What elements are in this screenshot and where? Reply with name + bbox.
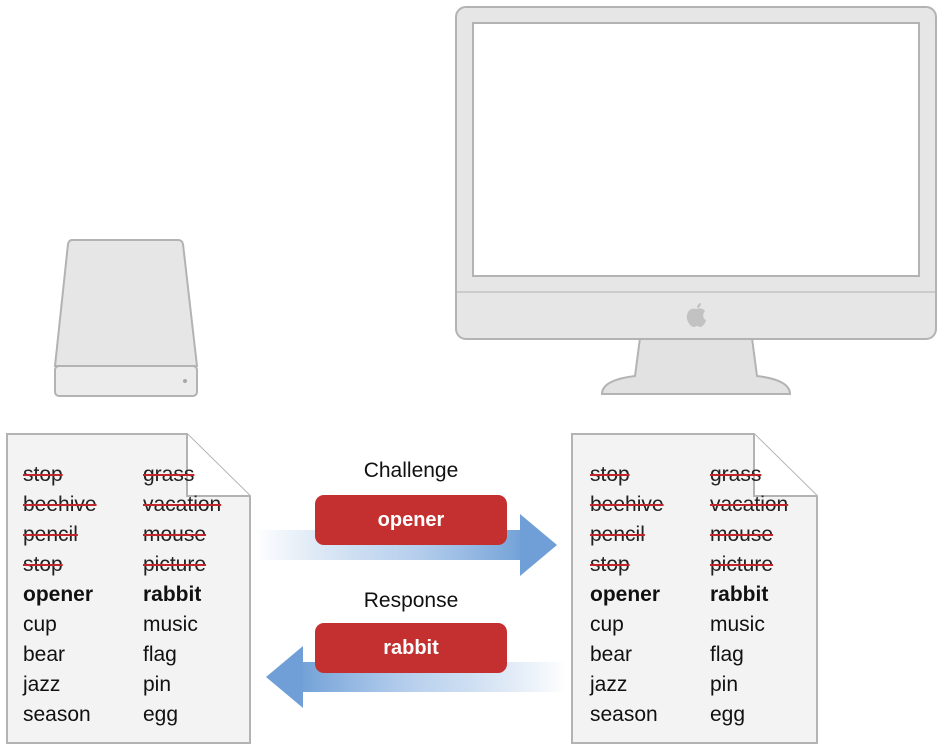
list-item: music bbox=[710, 613, 765, 636]
list-item: egg bbox=[710, 703, 746, 726]
drive-document-icon bbox=[6, 433, 251, 744]
list-item: bear bbox=[590, 643, 633, 666]
list-item: bear bbox=[23, 643, 66, 666]
computer-list-column-2: grass vacation mouse picture rabbit music flag… bbox=[710, 460, 814, 730]
list-item: grass bbox=[143, 463, 195, 486]
list-item: music bbox=[143, 613, 198, 636]
desktop-computer-icon bbox=[455, 6, 937, 395]
list-item: vacation bbox=[143, 493, 222, 516]
list-item: grass bbox=[710, 463, 762, 486]
list-item: cup bbox=[590, 613, 624, 636]
list-item: flag bbox=[710, 643, 744, 666]
list-item: pin bbox=[143, 673, 172, 696]
list-item: pin bbox=[710, 673, 739, 696]
list-item: season bbox=[590, 703, 658, 726]
drive-list-column-1: stop beehive pencil stop opener cup bear jazz se… bbox=[23, 460, 97, 730]
computer-document-icon bbox=[571, 433, 818, 744]
list-item: beehive bbox=[590, 493, 664, 516]
list-item: mouse bbox=[143, 523, 207, 546]
list-item: stop bbox=[23, 553, 63, 576]
response-label: Response bbox=[363, 589, 459, 612]
list-item: opener bbox=[23, 583, 94, 606]
drive-list-column-2: grass vacation mouse picture rabbit music flag… bbox=[143, 460, 247, 730]
list-item: picture bbox=[710, 553, 774, 576]
list-item: egg bbox=[143, 703, 179, 726]
response-word-pill: rabbit bbox=[315, 623, 507, 673]
apple-logo-icon bbox=[686, 303, 706, 327]
list-item: picture bbox=[143, 553, 207, 576]
list-item: stop bbox=[590, 553, 630, 576]
list-item: jazz bbox=[23, 673, 61, 696]
list-item: rabbit bbox=[710, 583, 769, 606]
computer-list-column-1: stop beehive pencil stop opener cup bear jazz se… bbox=[590, 460, 664, 730]
list-item: cup bbox=[23, 613, 57, 636]
list-item: pencil bbox=[23, 523, 78, 546]
external-drive-icon bbox=[53, 239, 199, 397]
list-item: rabbit bbox=[143, 583, 202, 606]
challenge-word-pill: opener bbox=[315, 495, 507, 545]
challenge-label: Challenge bbox=[363, 459, 459, 482]
list-item: season bbox=[23, 703, 91, 726]
list-item: mouse bbox=[710, 523, 774, 546]
list-item: beehive bbox=[23, 493, 97, 516]
list-item: pencil bbox=[590, 523, 645, 546]
list-item: jazz bbox=[590, 673, 628, 696]
list-item: opener bbox=[590, 583, 661, 606]
list-item: stop bbox=[23, 463, 63, 486]
list-item: vacation bbox=[710, 493, 789, 516]
list-item: flag bbox=[143, 643, 177, 666]
list-item: stop bbox=[590, 463, 630, 486]
